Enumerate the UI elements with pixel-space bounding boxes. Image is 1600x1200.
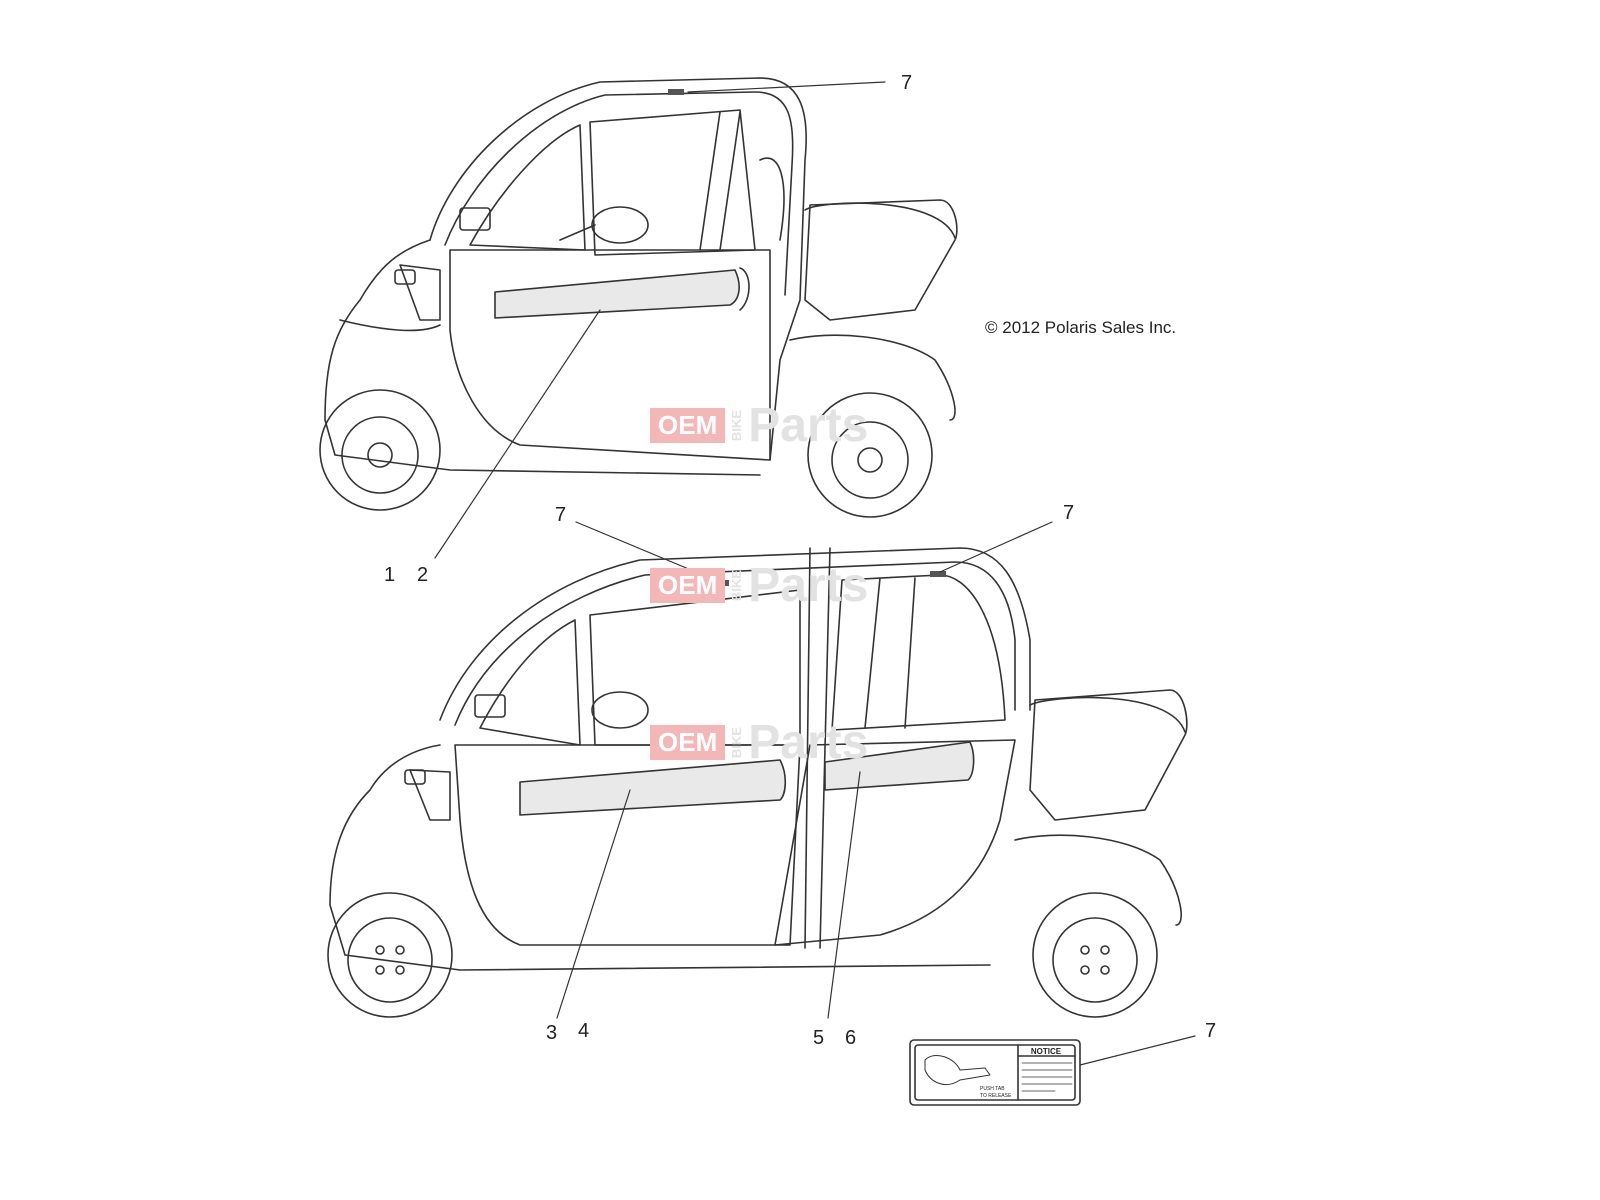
watermark-middle: OEM BIKE Parts: [650, 558, 868, 613]
callout-1: 1: [384, 564, 396, 586]
callout-5: 5: [813, 1027, 825, 1049]
watermark-bike: BIKE: [729, 409, 745, 442]
watermark-text: Parts: [748, 559, 869, 612]
callout-7-front-roof: 7: [555, 504, 567, 526]
notice-label-drawing: [909, 1039, 1081, 1106]
notice-label-to-release: TO RELEASE: [980, 1093, 1012, 1099]
watermark-box: OEM: [650, 408, 726, 443]
notice-label-push-tab: PUSH TAB: [980, 1086, 1005, 1092]
watermark-text: Parts: [748, 716, 869, 769]
watermark-bike: BIKE: [729, 726, 745, 759]
notice-label-title: NOTICE: [1031, 1047, 1062, 1056]
callout-2: 2: [417, 564, 429, 586]
callout-7-notice: 7: [1205, 1020, 1217, 1042]
callout-7-rear-roof: 7: [1063, 502, 1075, 524]
two-seat-vehicle-drawing: [319, 77, 958, 518]
callout-7-top: 7: [901, 72, 913, 94]
callout-3: 3: [546, 1022, 558, 1044]
watermark-text: Parts: [748, 399, 869, 452]
four-seat-vehicle-drawing: [327, 547, 1188, 1018]
copyright-text: © 2012 Polaris Sales Inc.: [985, 318, 1177, 337]
leader-lines: [434, 81, 1196, 1066]
watermark-box: OEM: [650, 568, 726, 603]
callout-6: 6: [845, 1027, 857, 1049]
watermark-bottom: OEM BIKE Parts: [650, 715, 868, 770]
watermark-bike: BIKE: [729, 569, 745, 602]
watermark-top: OEM BIKE Parts: [650, 398, 868, 453]
callout-4: 4: [578, 1020, 590, 1042]
watermark-box: OEM: [650, 725, 726, 760]
